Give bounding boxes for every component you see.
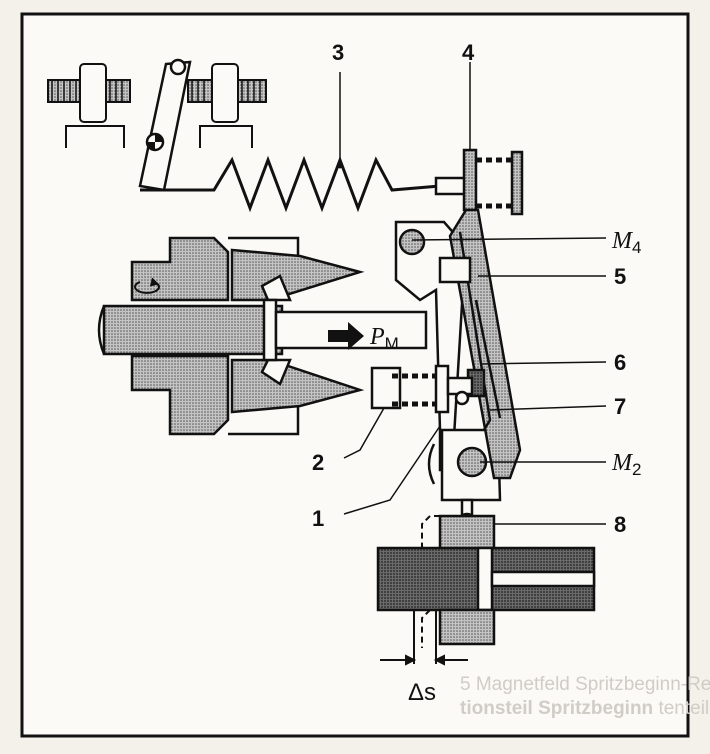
- flyweights: [230, 248, 365, 414]
- caption-line-2-bold: tionsteil Spritzbeginn: [460, 698, 653, 719]
- caption-line-1: 5 Magnetfeld Spritzbeginn-Rege: [460, 674, 710, 695]
- travel-dimension: [380, 610, 468, 666]
- tension-spring-3: [190, 155, 441, 213]
- stop-block-8: [376, 514, 596, 648]
- leader-lines: [343, 237, 607, 525]
- lever-4-top: [434, 148, 524, 216]
- figure-frame: [20, 12, 690, 738]
- drive-shaft: [97, 277, 428, 362]
- label-2: 2: [312, 450, 324, 475]
- adjusting-screws: [47, 63, 267, 148]
- force-arrow: [328, 322, 364, 350]
- caption-line-2-rest: tenteilstruktur: [653, 698, 710, 719]
- label-7: 7: [614, 394, 626, 419]
- label-1: 1: [312, 506, 324, 531]
- label-5: 5: [614, 264, 626, 289]
- label-8: 8: [614, 512, 626, 537]
- compression-spring-2: [370, 364, 474, 414]
- label-m4: M4: [611, 228, 641, 257]
- caption-line-2: tionsteil Spritzbeginn tenteilstruktur: [460, 698, 710, 719]
- delta-s-label: Δs: [408, 679, 436, 706]
- force-label: PM: [369, 324, 399, 353]
- label-3: 3: [332, 40, 344, 65]
- label-6: 6: [614, 350, 626, 375]
- label-m2: M2: [611, 450, 641, 479]
- pivot-lever: [138, 58, 192, 192]
- label-4: 4: [462, 40, 475, 65]
- caption-ghost: 5 Magnetfeld Spritzbeginn-Rege tionsteil…: [460, 674, 710, 719]
